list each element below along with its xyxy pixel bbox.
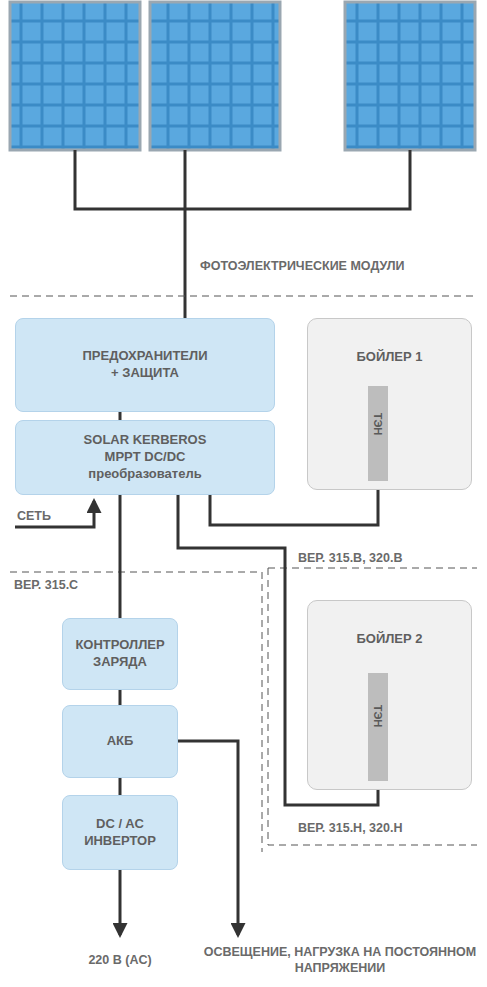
section-label: ВЕР. 315.В, 320.В [298,550,478,566]
dashed-borders [10,296,477,852]
node-text: БОЙЛЕР 1 [356,349,422,366]
boiler-box: БОЙЛЕР 2 ТЭН [307,600,472,790]
process-box: SOLAR KERBEROS MPPT DC/DC преобразовател… [15,420,275,495]
wire-connector [119,778,122,795]
io-arrows [15,501,238,935]
node-text: КОНТРОЛЛЕР ЗАРЯДА [75,637,164,671]
node-text: АКБ [107,733,134,750]
node-text: БОЙЛЕР 2 [356,631,422,648]
node-text: ПРЕДОХРАНИТЕЛИ + ЗАЩИТА [83,348,208,382]
section-label: ВЕР. 315.С [14,577,134,593]
boiler-box: БОЙЛЕР 1 ТЭН [307,318,472,490]
section-label: СЕТЬ [17,508,77,524]
panel-wires [75,150,410,318]
section-label: 220 В (AC) [45,952,195,968]
section-label: ВЕР. 315.Н, 320.Н [298,820,478,836]
node-text: DC / AC ИНВЕРТОР [75,816,165,850]
heater-element: ТЭН [368,386,388,481]
node-text: SOLAR KERBEROS MPPT DC/DC преобразовател… [70,432,220,483]
section-label: ФОТОЭЛЕКТРИЧЕСКИЕ МОДУЛИ [200,258,470,274]
heater-label: ТЭН [371,705,385,728]
process-box: АКБ [62,705,178,778]
heater-label: ТЭН [371,413,385,436]
process-box: КОНТРОЛЛЕР ЗАРЯДА [62,618,178,690]
wire-connector [119,495,122,618]
process-box: ПРЕДОХРАНИТЕЛИ + ЗАЩИТА [15,318,275,412]
section-label: ОСВЕЩЕНИЕ, НАГРУЗКА НА ПОСТОЯННОМ НАПРЯЖ… [196,944,484,977]
wire-connector [119,690,122,705]
wire-connector [119,412,122,420]
heater-element: ТЭН [368,673,388,781]
process-box: DC / AC ИНВЕРТОР [62,795,178,870]
solar-panels [10,2,475,150]
